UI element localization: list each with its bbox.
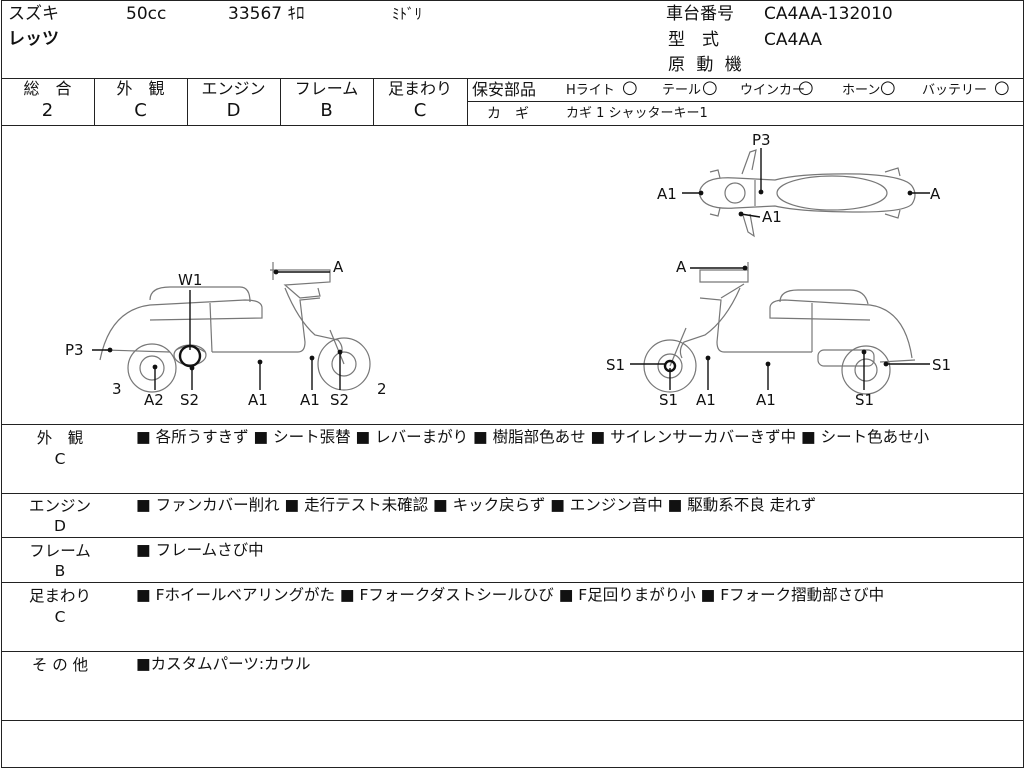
- section-rule: [1, 493, 1023, 494]
- frame-no: CA4AA-132010: [764, 4, 893, 24]
- grade-label-frame: フレーム: [294, 79, 359, 98]
- section-frame-label: フレーム: [29, 542, 91, 560]
- safety-tail: テール: [662, 83, 702, 98]
- left-view-s2-label: S2: [180, 391, 200, 409]
- grade-value-frame: B: [320, 100, 333, 121]
- safety-battery-status: ○: [994, 77, 1010, 98]
- safety-horn: ホーン: [842, 83, 881, 98]
- maker: スズキ: [8, 4, 59, 24]
- details-top-rule: [1, 424, 1023, 425]
- left-view-three-label: 3: [112, 380, 122, 398]
- model: CA4AA: [764, 30, 823, 50]
- section-rule: [1, 582, 1023, 583]
- safety-mid-rule: [467, 101, 1023, 102]
- grade-value-exterior: C: [134, 100, 147, 121]
- section-frame-grade: B: [54, 562, 66, 580]
- section-other-text: ■カスタムパーツ:カウル: [136, 655, 311, 673]
- left-view-p3-label: P3: [65, 341, 84, 359]
- top-view-a1-left-label: A1: [657, 185, 677, 203]
- top-view-a-right-label: A: [930, 185, 941, 203]
- section-exterior-text: ■ 各所うすきず ■ シート張替 ■ レバーまがり ■ 樹脂部色あせ ■ サイレ…: [136, 428, 930, 446]
- section-engine-grade: D: [54, 517, 66, 535]
- model-name: レッツ: [8, 29, 59, 49]
- left-view-a1-label: A1: [248, 391, 268, 409]
- safety-label: 保安部品: [472, 80, 537, 99]
- safety-battery: バッテリー: [922, 83, 988, 98]
- grade-value-engine: D: [226, 100, 241, 121]
- grade-label-exterior: 外 観: [116, 79, 165, 98]
- odometer: 33567 ｷﾛ: [228, 4, 305, 24]
- section-suspension-label: 足まわり: [28, 587, 91, 605]
- safety-winker: ウインカー: [740, 83, 806, 98]
- frame-no-label: 車台番号: [666, 4, 734, 24]
- key-value: カギ 1 シャッターキー1: [566, 106, 708, 121]
- safety-tail-status: ○: [702, 77, 718, 98]
- left-view-a1-label: A1: [300, 391, 320, 409]
- left-view-s2-label: S2: [330, 391, 350, 409]
- section-other-label: そ の 他: [31, 656, 89, 674]
- section-frame-text: ■ フレームさび中: [136, 541, 264, 559]
- engine-label: 原 動 機: [668, 55, 742, 75]
- safety-winker-status: ○: [798, 77, 814, 98]
- model-label: 型 式: [668, 30, 719, 50]
- right-view-a1-label: A1: [756, 391, 776, 409]
- right-view-s1-label: S1: [855, 391, 875, 409]
- left-view-a-top-label: A: [333, 258, 344, 276]
- grade-divider: [467, 78, 468, 125]
- right-view-s1-right-label: S1: [932, 356, 952, 374]
- section-suspension-grade: C: [54, 608, 66, 626]
- safety-headlight-status: ○: [622, 77, 638, 98]
- key-label: カ ギ: [487, 106, 529, 122]
- grade-divider: [187, 78, 188, 125]
- top-view-outline: [699, 149, 916, 238]
- color: ﾐﾄﾞﾘ: [392, 5, 423, 23]
- left-view-two-label: 2: [377, 380, 387, 398]
- section-suspension-text: ■ Fホイールベアリングがた ■ Fフォークダストシールひび ■ F足回りまがり…: [136, 586, 885, 604]
- grade-label-suspension: 足まわり: [387, 79, 452, 98]
- displacement: 50cc: [126, 4, 167, 24]
- grade-divider: [280, 78, 281, 125]
- section-rule: [1, 651, 1023, 652]
- right-view-a-top-label: A: [676, 258, 687, 276]
- left-view-outline: [99, 262, 371, 393]
- grade-label-overall: 総 合: [23, 79, 72, 98]
- right-view-outline: [643, 262, 916, 395]
- right-view-s1-label: S1: [659, 391, 679, 409]
- right-view-s1-left-label: S1: [606, 356, 626, 374]
- safety-horn-status: ○: [880, 77, 896, 98]
- safety-headlight: Hライト: [566, 83, 615, 98]
- grade-bottom-rule: [1, 125, 1023, 126]
- section-exterior-grade: C: [54, 450, 66, 468]
- section-rule: [1, 537, 1023, 538]
- scooter-diagram: [92, 148, 930, 395]
- top-view-a1-bottom-label: A1: [762, 208, 782, 226]
- top-view-p3-label: P3: [752, 131, 771, 149]
- left-view-w1-label: W1: [178, 271, 203, 289]
- left-view-a2-label: A2: [144, 391, 164, 409]
- grade-divider: [373, 78, 374, 125]
- right-view-a1-label: A1: [696, 391, 716, 409]
- grade-divider: [94, 78, 95, 125]
- section-exterior-label: 外 観: [36, 429, 84, 447]
- section-rule: [1, 720, 1023, 721]
- grade-value-suspension: C: [413, 100, 427, 121]
- grade-value-overall: 2: [41, 100, 54, 121]
- section-engine-text: ■ ファンカバー削れ ■ 走行テスト未確認 ■ キック戻らず ■ エンジン音中 …: [136, 496, 817, 514]
- grade-label-engine: エンジン: [201, 79, 266, 98]
- grade-top-rule: [1, 78, 1023, 79]
- section-engine-label: エンジン: [28, 497, 91, 515]
